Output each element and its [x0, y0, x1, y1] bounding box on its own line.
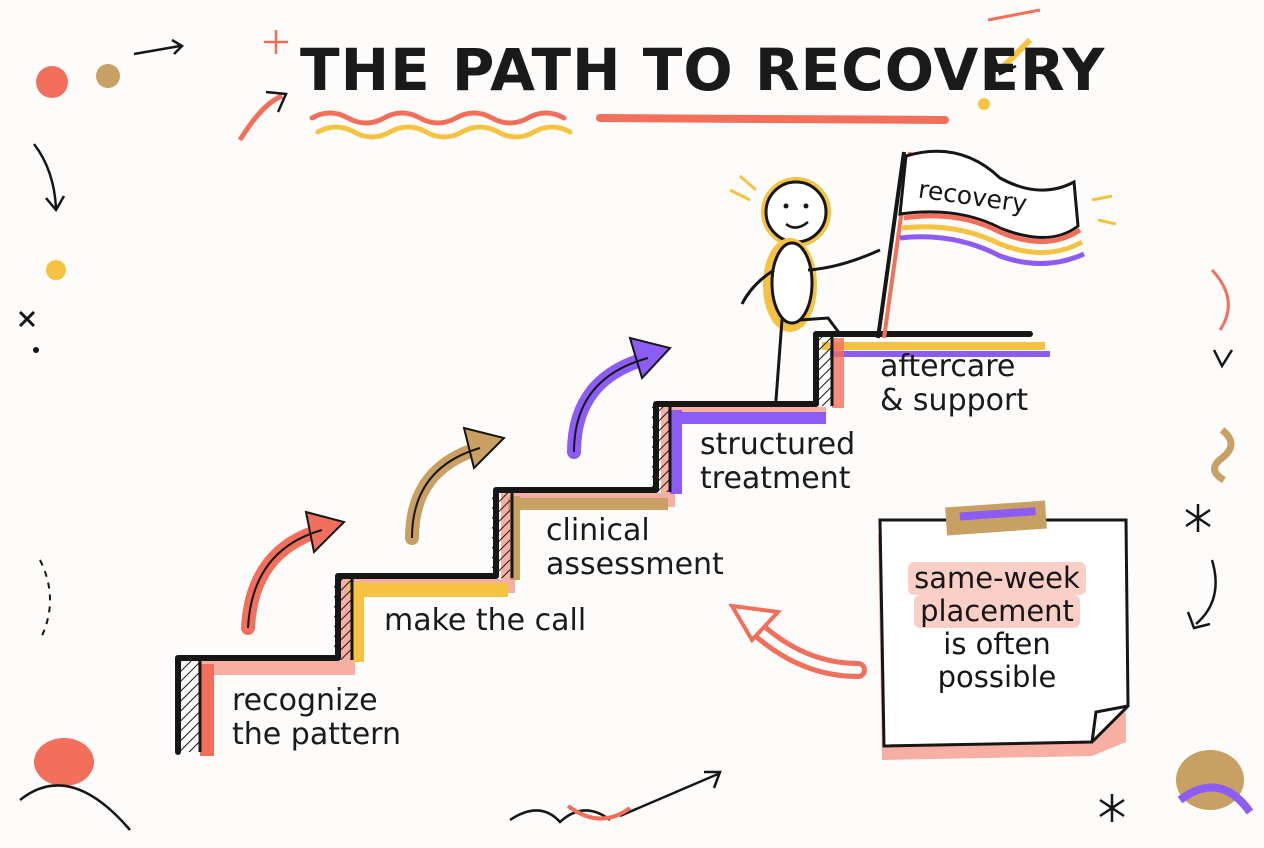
arrow-up-icon	[567, 336, 672, 459]
step-5-line-1: aftercare	[880, 349, 1016, 384]
note-text: same-week placement is often possible	[892, 561, 1102, 695]
step-3-line-1: clinical	[546, 513, 650, 548]
arrow-up-icon	[241, 510, 346, 635]
step-label-3: clinical assessment	[546, 514, 724, 581]
stick-figure	[740, 177, 881, 402]
note-line-4: possible	[937, 660, 1057, 695]
step-3-line-2: assessment	[546, 546, 724, 582]
return-arrow	[728, 603, 867, 679]
step-2-line-1: make the call	[384, 603, 587, 638]
decorative-doodles	[18, 8, 1254, 831]
step-arrows	[241, 336, 672, 635]
arrow-up-icon	[405, 426, 506, 545]
step-label-5: aftercare & support	[880, 350, 1028, 417]
note-line-2: placement	[914, 594, 1080, 629]
step-4-line-2: treatment	[700, 460, 851, 496]
recovery-flag	[876, 149, 1086, 339]
step-1-line-2: the pattern	[232, 716, 401, 752]
step-label-1: recognize the pattern	[232, 684, 401, 751]
step-label-4: structured treatment	[700, 428, 855, 495]
note-line-3: is often	[943, 627, 1051, 662]
page-title: THE PATH TO RECOVERY	[300, 36, 1106, 104]
step-1-line-1: recognize	[232, 683, 378, 718]
staircase	[175, 331, 1050, 756]
step-label-2: make the call	[384, 604, 586, 638]
sticky-note	[878, 500, 1130, 760]
step-4-line-1: structured	[700, 427, 856, 462]
step-5-line-2: & support	[880, 382, 1029, 418]
note-line-1: same-week	[908, 561, 1086, 596]
title-underline	[309, 110, 949, 140]
